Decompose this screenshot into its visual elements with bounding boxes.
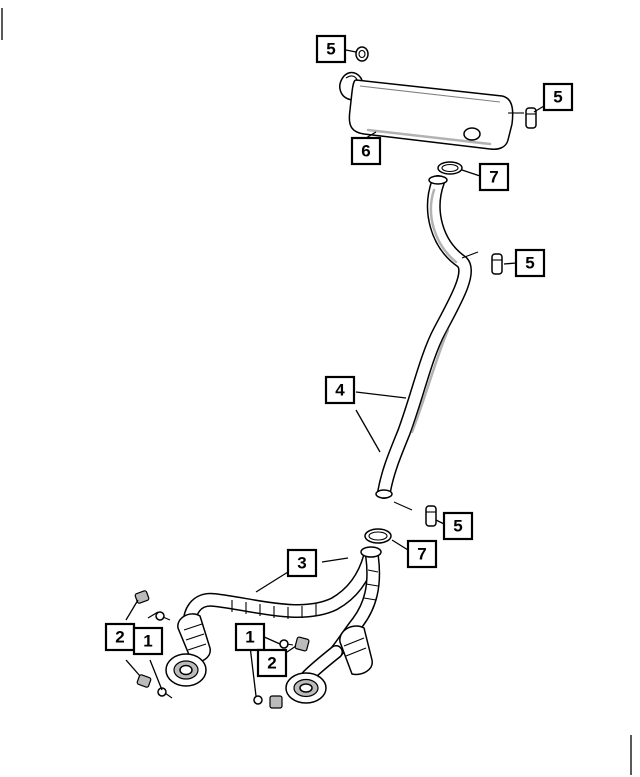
callout-label: 7 xyxy=(489,168,498,187)
callout-1-center: 1 xyxy=(234,622,266,652)
callout-5-mid: 5 xyxy=(514,248,546,278)
callout-label: 5 xyxy=(553,88,562,107)
callout-4: 4 xyxy=(324,375,356,405)
callout-label: 2 xyxy=(267,654,276,673)
callout-6: 6 xyxy=(350,136,382,166)
callout-label: 7 xyxy=(417,545,426,564)
callout-5-low: 5 xyxy=(442,511,474,541)
callout-5-top: 5 xyxy=(315,34,347,64)
y-pipe-converter-assembly xyxy=(165,546,382,704)
callout-3: 3 xyxy=(286,548,318,578)
callout-label: 2 xyxy=(115,628,124,647)
callout-label: 5 xyxy=(525,254,534,273)
intermediate-pipe xyxy=(375,175,479,511)
callout-label: 5 xyxy=(453,517,462,536)
hanger-isolator-top xyxy=(355,46,369,62)
clamp-low xyxy=(364,528,392,544)
callout-7-top: 7 xyxy=(478,162,510,192)
callout-label: 3 xyxy=(297,554,306,573)
callout-2-left: 2 xyxy=(104,622,136,652)
callout-7-low: 7 xyxy=(406,539,438,569)
hanger-isolator-low xyxy=(425,505,437,527)
callout-label: 4 xyxy=(335,381,345,400)
fasteners-center xyxy=(253,636,310,709)
callout-2-center: 2 xyxy=(256,648,288,678)
hanger-isolator-mid xyxy=(491,253,503,275)
callout-5-right-top: 5 xyxy=(542,82,574,112)
hanger-isolator-right xyxy=(525,107,537,129)
callout-label: 1 xyxy=(245,628,254,647)
callout-label: 5 xyxy=(326,40,335,59)
callout-1-left: 1 xyxy=(132,626,164,656)
muffler xyxy=(339,71,524,150)
callout-label: 6 xyxy=(361,142,370,161)
fasteners-left xyxy=(134,590,173,699)
clamp-top xyxy=(437,161,463,175)
callout-label: 1 xyxy=(143,632,152,651)
